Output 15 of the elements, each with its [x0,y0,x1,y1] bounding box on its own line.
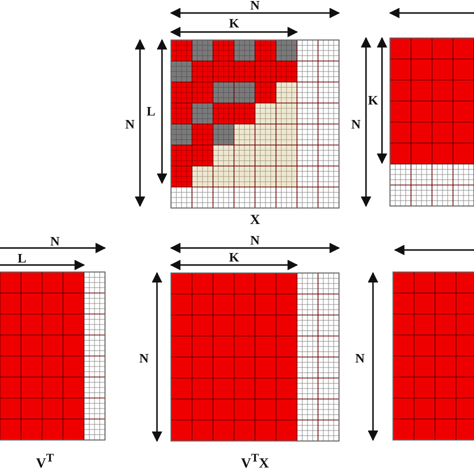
dimension-label: K [228,16,240,30]
dimension-label: N [50,234,60,248]
dimension-label: N [139,352,149,364]
dimension-label: L [146,104,156,118]
dimension-label: N [125,118,135,130]
dimension-label: N [250,0,260,12]
dimension-label: L [18,252,26,264]
matrix-caption: V$^{T}$X [240,452,270,472]
dimension-label: K [228,250,240,264]
matrix-caption: X [250,214,260,228]
dimension-label: N [351,118,361,130]
dimension-label: K [368,94,378,106]
dimension-label: N [250,234,260,246]
dimension-label: N [355,352,365,364]
matrix-caption: V$^{T}$ [36,452,54,472]
